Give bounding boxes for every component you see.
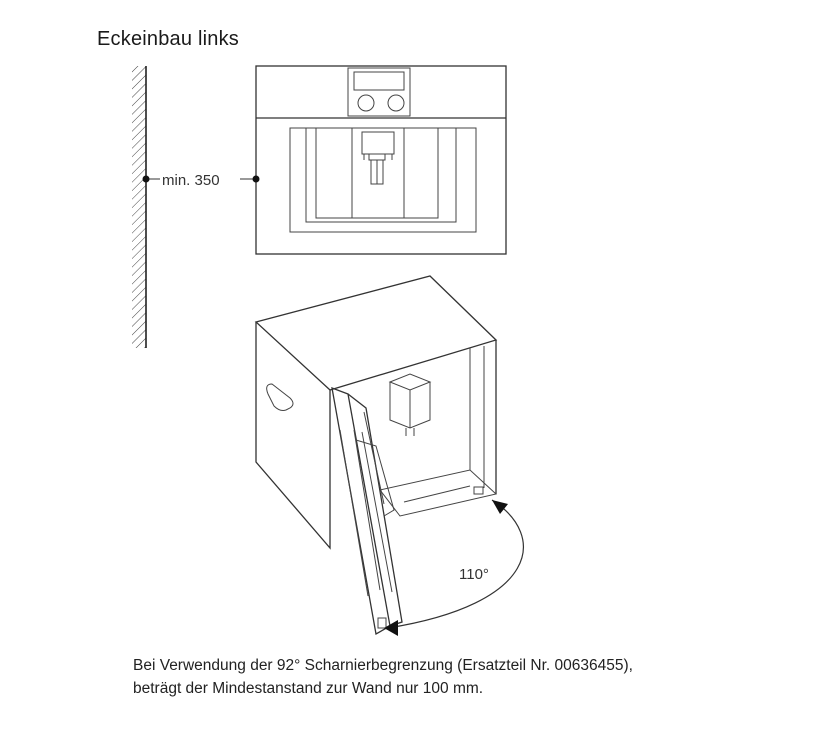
door-swing-arc bbox=[384, 499, 524, 636]
caption-line-1: Bei Verwendung der 92° Scharnierbegrenzu… bbox=[133, 657, 633, 674]
swing-angle-label: 110° bbox=[459, 566, 489, 583]
caption-line-2: beträgt der Mindestanstand zur Wand nur … bbox=[133, 680, 484, 697]
isometric-appliance bbox=[254, 275, 498, 636]
dimension-line bbox=[142, 175, 260, 183]
diagram-title: Eckeinbau links bbox=[97, 28, 239, 50]
wall-hatched bbox=[132, 66, 147, 348]
front-view-appliance bbox=[255, 65, 507, 255]
caption: Bei Verwendung der 92° Scharnierbegrenzu… bbox=[133, 654, 633, 700]
dimension-label: min. 350 bbox=[162, 172, 220, 189]
